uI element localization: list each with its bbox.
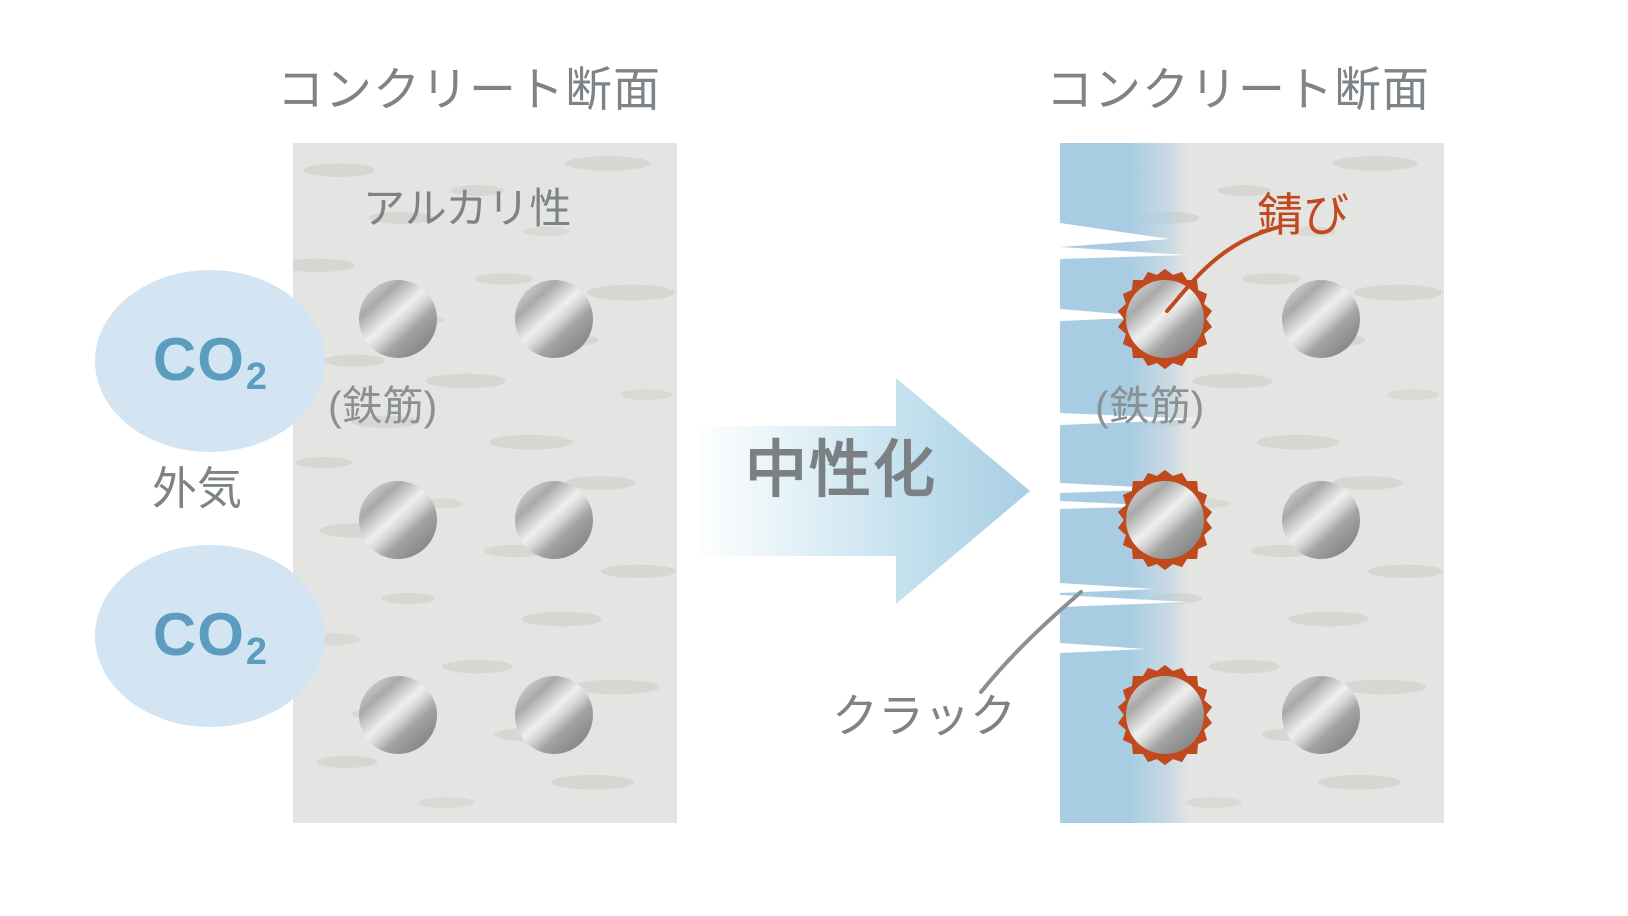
crack-leader-line	[979, 590, 1083, 694]
rebar-circle	[515, 280, 593, 358]
rust-leader-line	[1165, 225, 1281, 313]
concrete-section-right: (鉄筋)	[1060, 143, 1444, 823]
co2-bubble-lower: CO2	[95, 545, 325, 727]
neutralization-arrow	[700, 378, 1030, 604]
crack-wedge	[1060, 483, 1178, 493]
crack-wedge	[1060, 247, 1188, 259]
co2-bubble-lower-text: CO2	[152, 600, 269, 673]
left-panel-title: コンクリート断面	[277, 63, 661, 116]
rebar-circle-rusted	[1126, 280, 1204, 358]
rebar-circle	[515, 481, 593, 559]
rebar-circle-rusted	[1126, 481, 1204, 559]
crack-callout-label: クラック	[832, 690, 1016, 742]
rebar-circle	[359, 280, 437, 358]
arrow-label: 中性化	[745, 436, 938, 505]
rebar-circle	[359, 676, 437, 754]
rebar-circle	[1282, 280, 1360, 358]
crack-wedge	[1060, 413, 1202, 425]
crack-wedge	[1060, 223, 1170, 247]
rebar-caption-right: (鉄筋)	[1095, 383, 1205, 429]
co2-bubble-upper: CO2	[95, 270, 325, 452]
outside-air-label: 外気	[152, 463, 243, 514]
crack-wedge	[1060, 583, 1156, 593]
co2-bubble-upper-text: CO2	[152, 325, 269, 398]
rebar-circle	[1282, 481, 1360, 559]
crack-wedge	[1060, 501, 1164, 509]
crack-wedge	[1060, 643, 1146, 653]
rebar-circle	[515, 676, 593, 754]
rebar-circle	[359, 481, 437, 559]
rebar-caption-left: (鉄筋)	[328, 383, 438, 429]
concrete-section-left: アルカリ性 (鉄筋)	[293, 143, 677, 823]
rebar-circle-rusted	[1126, 676, 1204, 754]
concrete-texture	[293, 143, 677, 823]
crack-wedge	[1060, 595, 1188, 607]
alkaline-label: アルカリ性	[363, 185, 572, 232]
rust-callout-label: 錆び	[1257, 189, 1349, 241]
right-panel-title: コンクリート断面	[1046, 63, 1430, 116]
rebar-circle	[1282, 676, 1360, 754]
